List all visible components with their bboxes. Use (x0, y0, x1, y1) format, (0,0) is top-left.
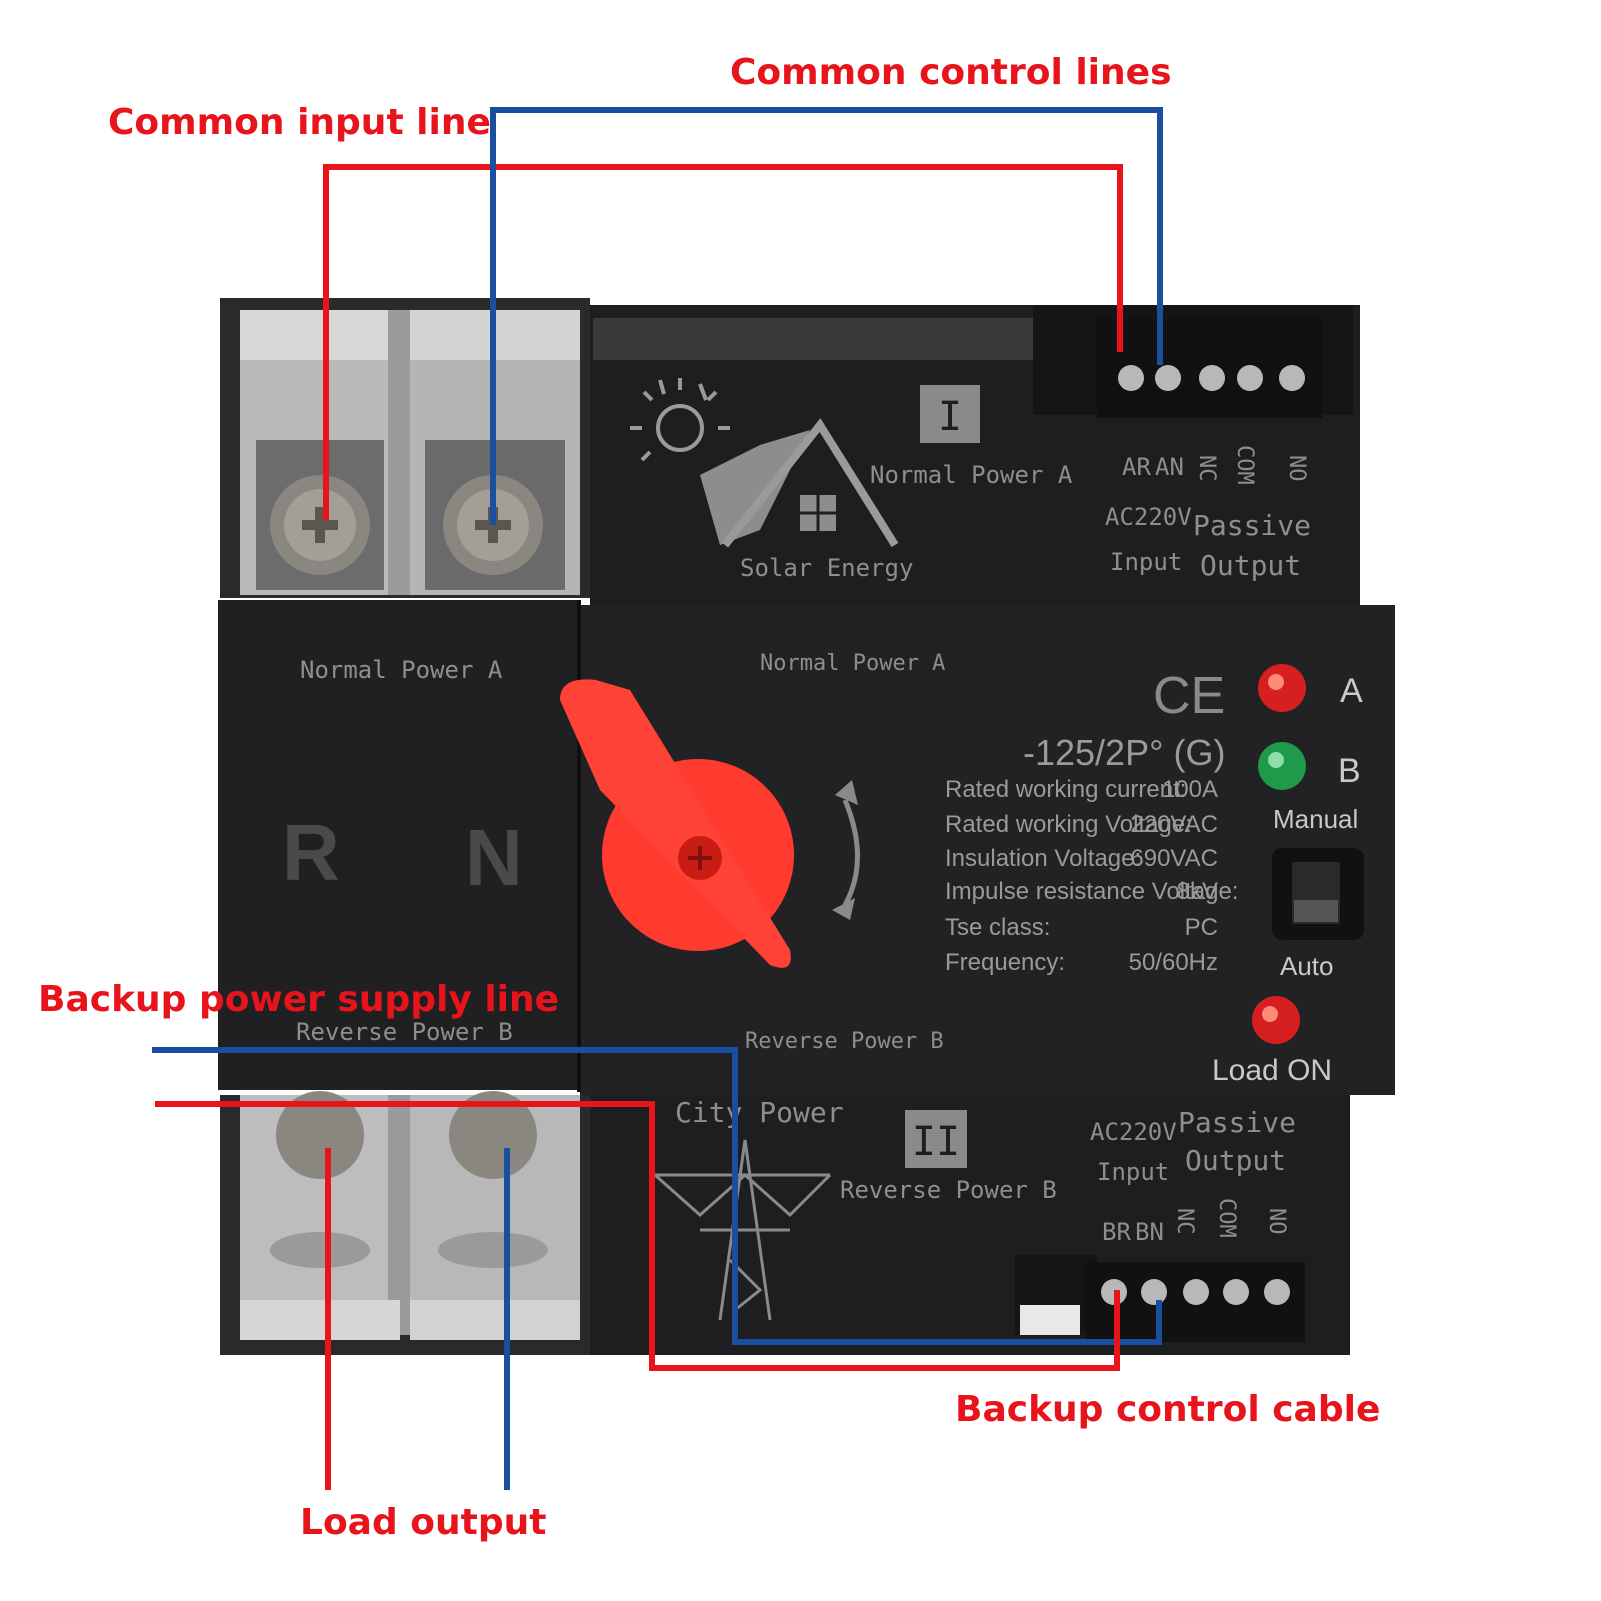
bottom-passive-label: Passive (1178, 1106, 1296, 1139)
module-i-badge (920, 385, 980, 443)
left-block (218, 600, 578, 1090)
terminal-an-label: AN (1155, 453, 1184, 481)
sun-icon (630, 378, 730, 462)
auto-label: Auto (1280, 951, 1334, 981)
screw-icon (449, 1091, 537, 1179)
letter-n: N (465, 813, 523, 902)
spec-name: Rated working Voltage: (945, 811, 1192, 838)
spec-name: Rated working current: (945, 776, 1186, 803)
backup-control-cable-label: Backup control cable (955, 1389, 1381, 1430)
solar-energy-label: Solar Energy (740, 554, 913, 582)
backup-control-wire-red (155, 1101, 1120, 1371)
spec-name: Impulse resistance Voltage: (945, 878, 1239, 905)
terminal-com-label: COM (1232, 445, 1257, 485)
rotation-arrow-icon (842, 799, 860, 907)
spec-value: 220VAC (1130, 811, 1218, 838)
bottom-voltage-label: AC220V (1090, 1118, 1177, 1146)
led-a-icon (1258, 664, 1306, 712)
spec-name: Insulation Voltage: (945, 845, 1141, 872)
common-control-wire (490, 107, 1163, 525)
backup-power-supply-line-label: Backup power supply line (38, 979, 560, 1020)
top-voltage-label: AC220V (1105, 503, 1192, 531)
terminal-nc-label: NC (1172, 1208, 1197, 1235)
solar-panel-icon (700, 430, 810, 545)
module-ii-badge (905, 1110, 967, 1168)
spec-name: Tse class: (945, 914, 1050, 941)
terminal-screws-top (1118, 365, 1305, 391)
indicator-b-label: B (1338, 752, 1361, 790)
left-top-label: Normal Power A (300, 656, 503, 684)
top-power-label: Normal Power A (870, 461, 1073, 489)
spec-value: 8kV (1177, 878, 1218, 905)
common-control-lines-label: Common control lines (730, 52, 1172, 93)
led-b-icon (1258, 742, 1306, 790)
bottom-input-label: Input (1097, 1158, 1169, 1186)
spec-value: 100A (1162, 776, 1218, 803)
top-passive-label: Passive (1193, 509, 1311, 542)
model-label: -125/2P° (G) (1023, 732, 1225, 773)
module-ii-roman: II (912, 1119, 960, 1165)
indicator-a-label: A (1340, 672, 1363, 710)
panel-bottom-label: Reverse Power B (745, 1029, 944, 1054)
common-input-wire (323, 164, 1123, 520)
ce-mark: CE (1153, 667, 1225, 725)
terminal-com-label: COM (1214, 1198, 1239, 1238)
top-input-label: Input (1110, 548, 1182, 576)
screw-icon (276, 1091, 364, 1179)
terminal-nc-label: NC (1194, 455, 1219, 482)
backup-power-wire-blue (152, 1047, 1162, 1345)
house-icon (721, 418, 899, 548)
city-power-label: City Power (675, 1096, 844, 1129)
manual-label: Manual (1273, 804, 1358, 834)
terminal-bn-label: BN (1135, 1218, 1164, 1246)
terminal-ar-label: AR (1122, 453, 1151, 481)
spec-value: PC (1185, 914, 1218, 941)
terminal-no-label: NO (1284, 455, 1309, 482)
module-i-roman: I (938, 394, 962, 440)
bottom-output-label: Output (1185, 1144, 1286, 1177)
terminal-no-label: NO (1264, 1208, 1289, 1235)
led-load-icon (1252, 996, 1300, 1044)
load-output-label: Load output (300, 1502, 547, 1543)
spec-value: 690VAC (1130, 845, 1218, 872)
top-output-label: Output (1200, 549, 1301, 582)
left-bottom-label: Reverse Power B (296, 1018, 513, 1046)
rotary-handle[interactable] (560, 679, 791, 968)
power-tower-icon (654, 1139, 832, 1321)
spec-value: 50/60Hz (1129, 949, 1218, 976)
panel-top-label: Normal Power A (760, 651, 945, 676)
load-on-label: Load ON (1212, 1054, 1332, 1087)
common-input-line-label: Common input line (108, 102, 491, 143)
bottom-power-label: Reverse Power B (840, 1176, 1057, 1204)
terminal-br-label: BR (1102, 1218, 1131, 1246)
letter-r: R (282, 808, 340, 897)
spec-name: Frequency: (945, 949, 1065, 976)
spec-list: Rated working current: 100A Rated workin… (945, 776, 1239, 976)
